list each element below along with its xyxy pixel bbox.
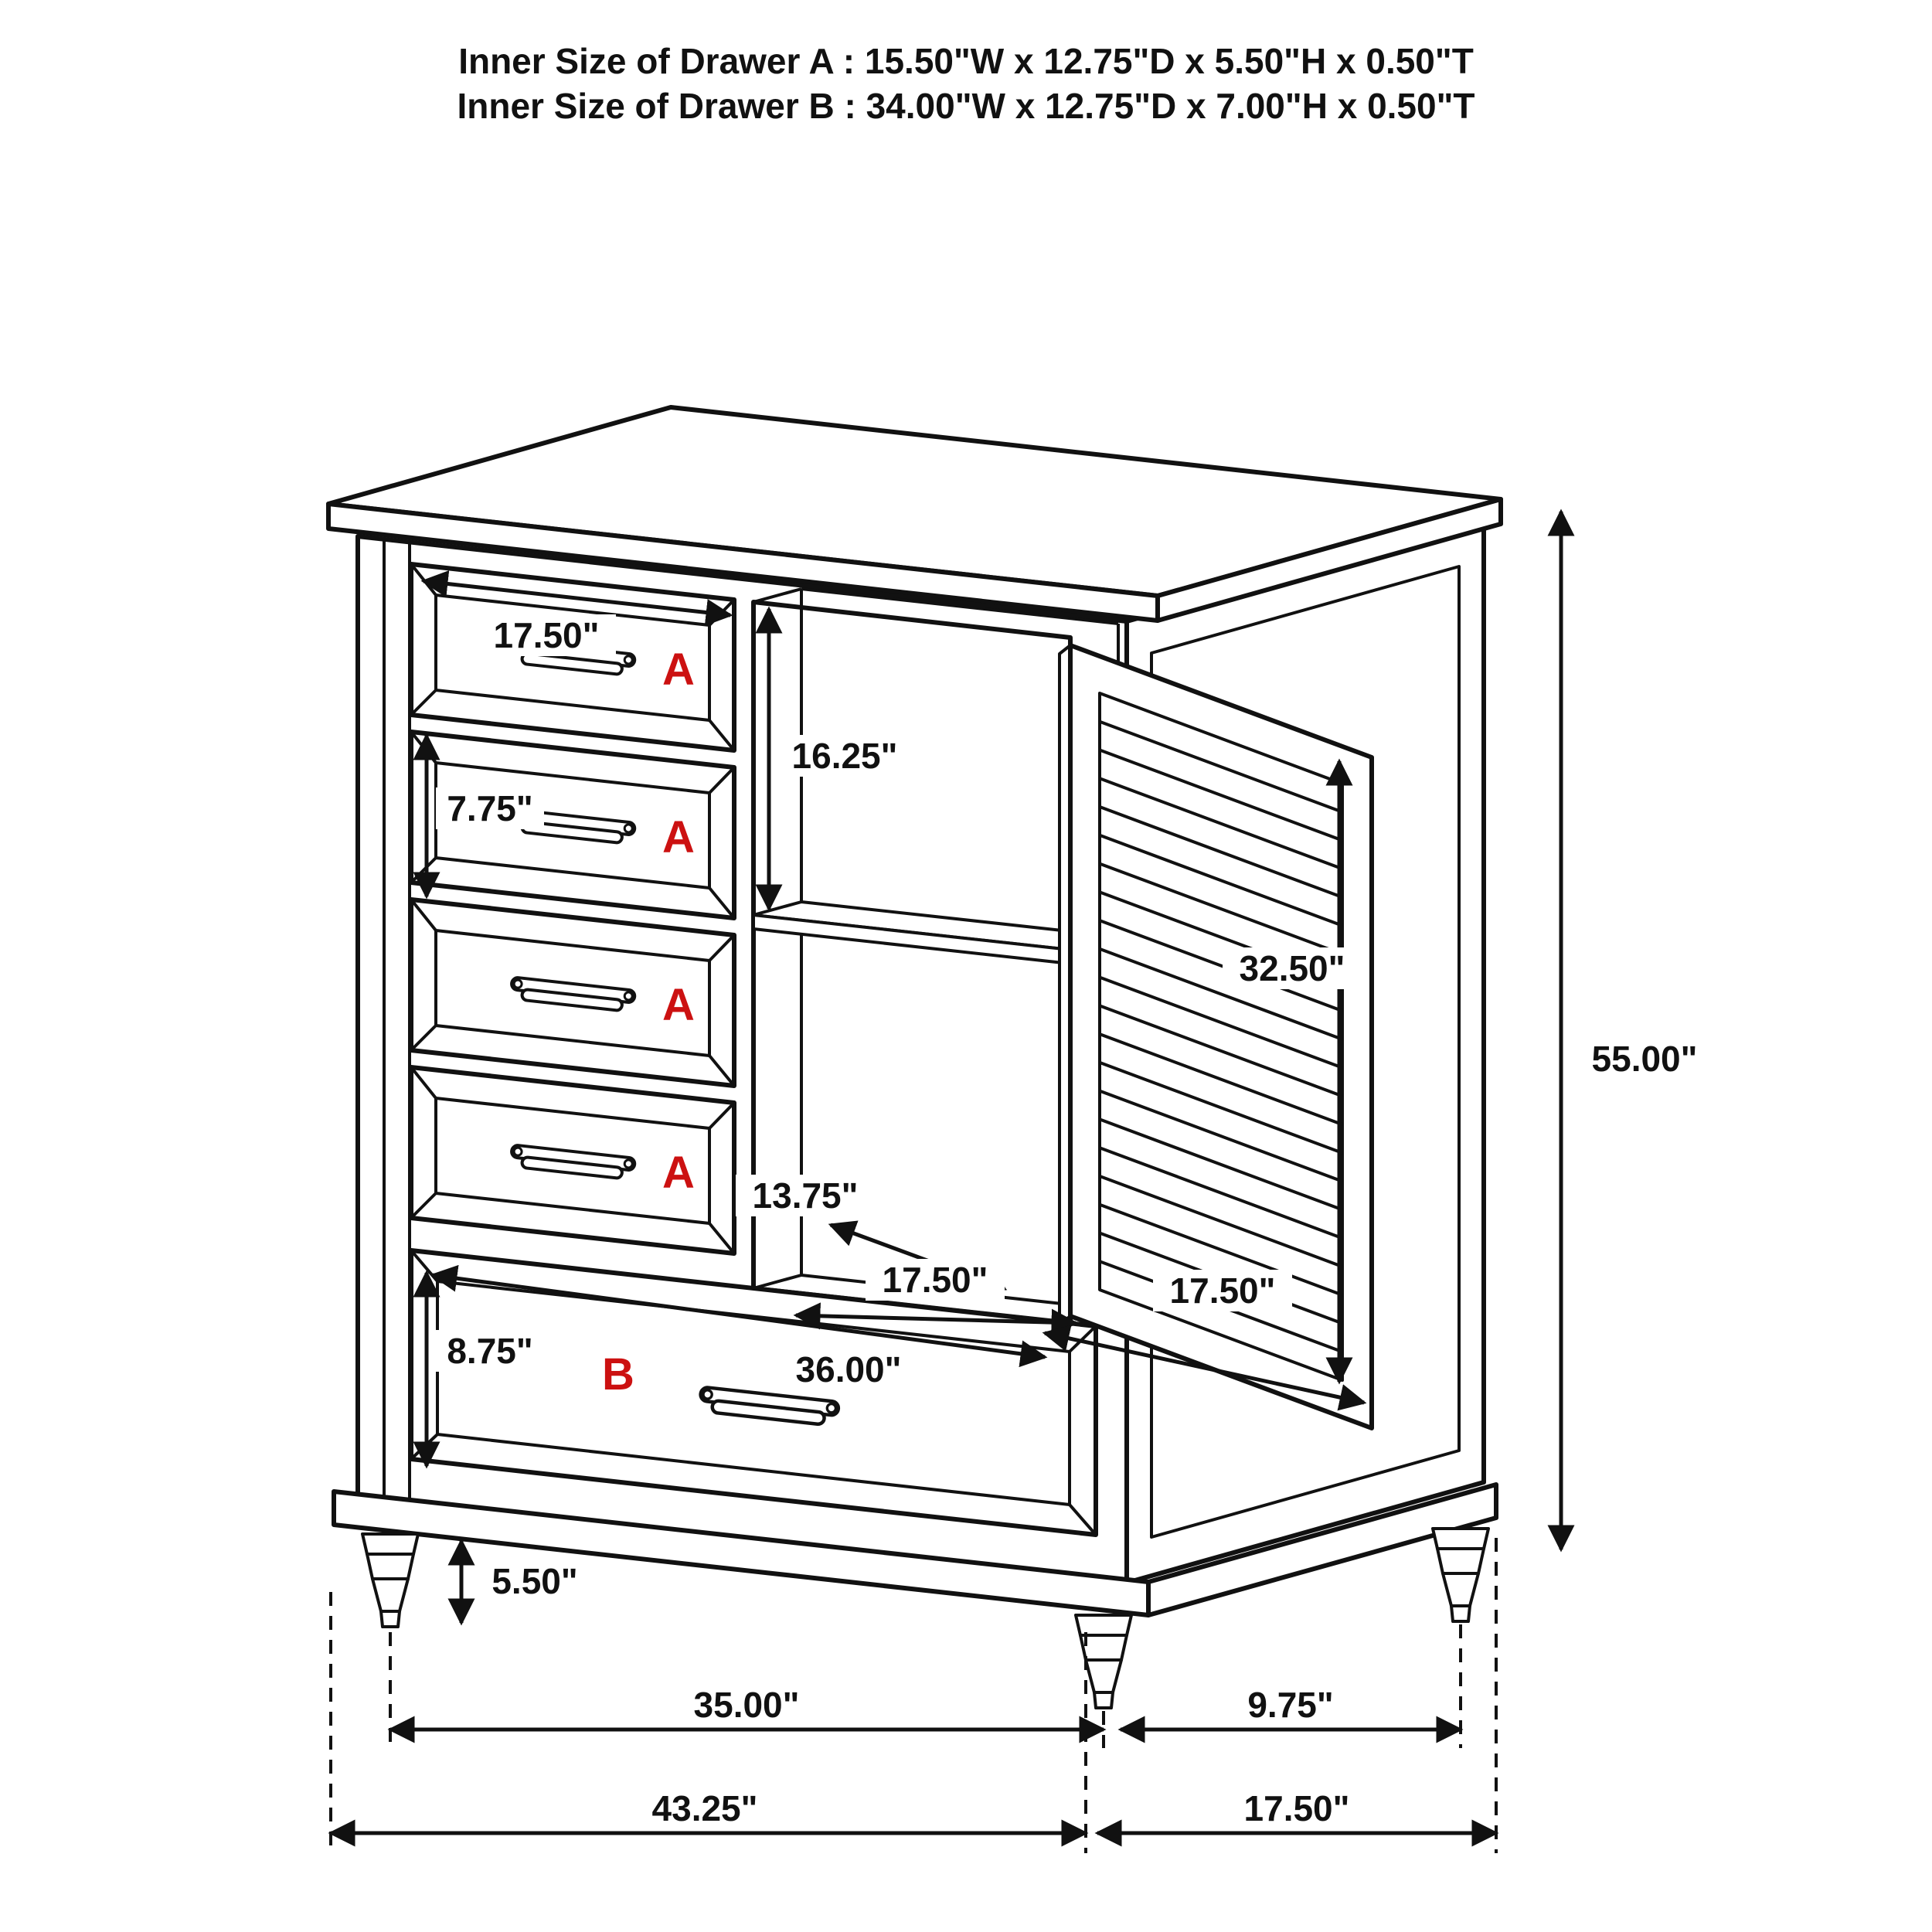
title-line-1: Inner Size of Drawer A : 15.50"W x 12.75… [458,41,1474,81]
svg-text:5.50": 5.50" [492,1561,577,1601]
svg-text:35.00": 35.00" [694,1685,800,1725]
dim-door-panel-height: 32.50" [1223,947,1362,989]
dim-overall-depth: 17.50" [1227,1787,1366,1829]
louver-slat [1099,1061,1343,1155]
arrow-drawer-b-width [430,1264,1048,1368]
svg-text:16.25": 16.25" [792,736,898,776]
label-drawer-b: B [602,1349,634,1400]
label-drawer-a3: A [662,980,695,1030]
louver-slat [1099,777,1343,871]
svg-text:32.50": 32.50" [1240,948,1345,988]
dim-side-leg-span: 9.75" [1236,1684,1345,1726]
louver-slat [1099,805,1343,899]
louver-slat [1099,748,1343,842]
svg-text:43.25": 43.25" [652,1788,758,1828]
louver-slat [1099,719,1343,814]
open-louvered-door [1058,643,1374,1430]
dim-cavity-width: 17.50" [866,1259,1005,1301]
svg-text:17.50": 17.50" [1170,1270,1276,1311]
louver-slat [1099,1089,1343,1183]
louver-slat [1099,833,1343,927]
label-drawer-a1: A [662,645,695,695]
svg-text:17.50": 17.50" [883,1260,988,1300]
svg-text:55.00": 55.00" [1592,1039,1698,1079]
louver-slat [1099,862,1343,956]
louver-slat [1099,1175,1343,1268]
louver-slat [1099,1202,1343,1297]
label-drawer-a4: A [662,1148,695,1198]
drawer-letter-labels: A A A A B [602,645,695,1400]
svg-text:7.75": 7.75" [447,788,532,828]
dim-top-drawer-width: 17.50" [477,614,616,656]
dim-upper-cavity-height: 16.25" [775,735,914,777]
leg-back-right [1431,1527,1490,1623]
dim-overall-height: 55.00" [1575,1038,1714,1080]
svg-text:9.75": 9.75" [1247,1685,1333,1725]
title-line-2: Inner Size of Drawer B : 34.00"W x 12.75… [457,86,1475,126]
label-drawer-a2: A [662,812,695,862]
svg-text:13.75": 13.75" [753,1175,859,1216]
leg-front-right [1074,1614,1133,1709]
louver-slat [1099,1004,1343,1098]
dimension-arrows [328,509,1575,1847]
dim-front-leg-span: 35.00" [677,1684,816,1726]
arrow-top-drawer-width [420,570,733,626]
drawer-a3 [409,897,736,1088]
louver-slat [1099,1146,1343,1240]
louver-slat [1099,1117,1343,1212]
dim-drawer-b-width: 36.00" [779,1349,918,1390]
base-molding [332,1482,1498,1617]
louver-slat [1099,1032,1343,1127]
dim-overall-width: 43.25" [635,1787,774,1829]
louver-slat [1099,947,1343,1041]
leg-front-left [361,1532,420,1628]
dim-drawer-b-height: 8.75" [436,1330,544,1372]
dimension-labels: 17.50" 16.25" 7.75" 32.50" 55.00" 13.75"… [436,614,1714,1829]
louver-slat [1099,919,1343,1012]
dim-cavity-depth: 13.75" [736,1175,875,1216]
svg-text:17.50": 17.50" [1244,1788,1350,1828]
svg-text:36.00": 36.00" [796,1349,902,1389]
drawer-a4 [409,1065,736,1256]
svg-text:17.50": 17.50" [494,615,600,655]
dim-drawer-a-height: 7.75" [436,787,544,829]
louver-slat [1099,975,1343,1070]
dim-leg-height: 5.50" [481,1560,589,1602]
svg-text:8.75": 8.75" [447,1331,532,1371]
cabinet-top [326,405,1503,623]
dim-door-width: 17.50" [1153,1270,1292,1311]
arrow-door-width [1042,1325,1367,1411]
